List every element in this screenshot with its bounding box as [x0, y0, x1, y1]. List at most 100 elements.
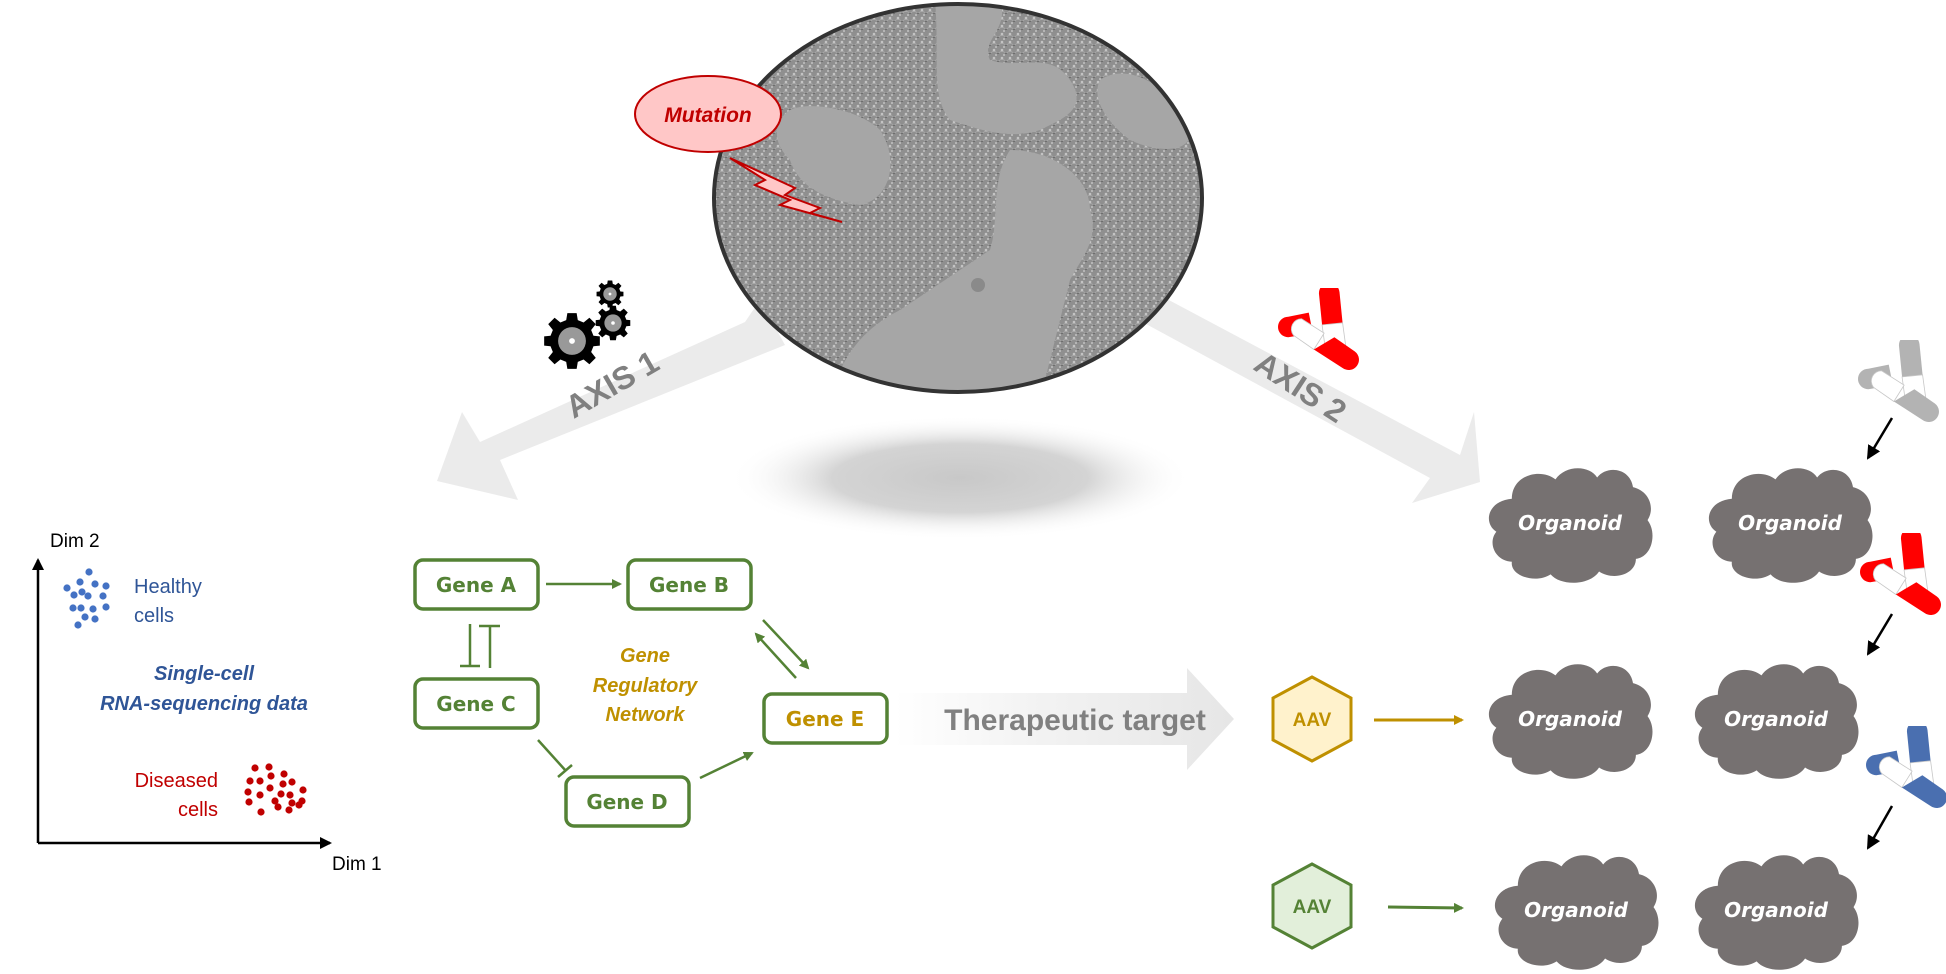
- blue-pills-icon: [1866, 726, 1946, 808]
- diseased-cell-dot: [271, 797, 279, 805]
- diseased-cell-dot: [279, 780, 287, 788]
- diseased-cell-dot: [277, 790, 285, 798]
- diseased-label-line1: Diseased: [135, 770, 218, 792]
- aav-gold: AAV: [1271, 675, 1353, 763]
- gene-node-a: Gene A: [413, 558, 540, 611]
- mutation-callout: Mutation: [634, 75, 843, 223]
- organoid-label: Organoid: [1724, 898, 1829, 922]
- therapeutic-target-arrow: Therapeutic target: [895, 668, 1234, 770]
- healthy-cell-dot: [91, 580, 99, 588]
- gene-node-c: Gene C: [413, 677, 540, 730]
- gene-d-label: Gene D: [586, 790, 667, 814]
- organoid: Organoid: [1694, 855, 1859, 970]
- healthy-cell-dot: [102, 603, 110, 611]
- organoid: Organoid: [1708, 468, 1873, 583]
- healthy-cluster: [63, 568, 110, 629]
- edge-c-inhibits-d: [537, 739, 567, 772]
- inhibit-bar-d: [557, 764, 573, 778]
- healthy-cell-dot: [99, 592, 107, 600]
- healthy-cell-dot: [85, 568, 93, 576]
- organoid: Organoid: [1488, 664, 1653, 779]
- diseased-cell-dot: [286, 791, 294, 799]
- mutation-label: Mutation: [664, 104, 751, 127]
- healthy-cell-dot: [84, 592, 92, 600]
- gray-pills-arrow: [1866, 417, 1894, 460]
- blue-pills-arrow: [1866, 805, 1894, 850]
- aav-green-label: AAV: [1293, 897, 1332, 918]
- organoid: Organoid: [1494, 855, 1659, 970]
- organoid-label: Organoid: [1518, 511, 1623, 535]
- diseased-label-line2: cells: [178, 799, 218, 821]
- healthy-cell-dot: [102, 582, 110, 590]
- diseased-cell-dot: [257, 808, 265, 816]
- diseased-cell-dot: [288, 778, 296, 786]
- gears-icon: [544, 280, 631, 369]
- aav-gold-label: AAV: [1293, 710, 1332, 731]
- scatter-plot: Dim 2 Dim 1 Healthy cells Single-cell RN…: [32, 531, 382, 875]
- gray-pills-icon: [1858, 340, 1940, 422]
- edge-d-to-e: [699, 751, 754, 780]
- healthy-cell-dot: [63, 584, 71, 592]
- gene-b-label: Gene B: [649, 573, 729, 597]
- x-axis-label: Dim 1: [332, 854, 382, 875]
- diseased-cell-dot: [256, 777, 264, 785]
- organoid: Organoid: [1488, 468, 1653, 583]
- organoid-label: Organoid: [1518, 707, 1623, 731]
- healthy-cell-dot: [76, 578, 84, 586]
- diseased-cell-dot: [274, 803, 282, 811]
- diseased-cell-dot: [288, 799, 296, 807]
- red-pills-icon-right: [1860, 533, 1942, 615]
- diseased-cell-dot: [267, 772, 275, 780]
- aav-green: AAV: [1271, 862, 1353, 950]
- organoid: Organoid: [1694, 664, 1859, 779]
- healthy-cell-dot: [78, 588, 86, 596]
- axis2-arrow: [1135, 290, 1480, 503]
- red-pills-icon: [1278, 288, 1360, 370]
- scatter-title-line1: Single-cell: [154, 663, 254, 685]
- gene-regulatory-network: Gene A Gene B Gene C Gene D Gene E Gene …: [413, 558, 889, 828]
- healthy-cell-dot: [89, 605, 97, 613]
- diseased-cell-dot: [299, 786, 307, 794]
- healthy-cell-dot: [70, 591, 78, 599]
- healthy-label-line1: Healthy: [134, 576, 202, 598]
- aav-green-arrow: [1387, 902, 1464, 913]
- red-pills-arrow: [1866, 613, 1894, 656]
- healthy-cell-dot: [81, 613, 89, 621]
- healthy-cell-dot: [77, 604, 85, 612]
- grn-label-line3: Network: [606, 704, 686, 726]
- scatter-title-line2: RNA-sequencing data: [100, 693, 308, 715]
- healthy-cell-dot: [69, 604, 77, 612]
- diseased-cell-dot: [251, 764, 259, 772]
- diseased-cluster: [244, 763, 307, 816]
- diseased-cell-dot: [256, 791, 264, 799]
- microscopy-image: [712, 2, 1204, 394]
- diseased-cell-dot: [265, 763, 273, 771]
- diseased-cell-dot: [266, 784, 274, 792]
- healthy-label-line2: cells: [134, 605, 174, 627]
- diseased-cell-dot: [245, 798, 253, 806]
- axis1-arrow: [437, 300, 785, 500]
- image-shadow: [728, 416, 1192, 540]
- grn-label-line2: Regulatory: [593, 675, 698, 697]
- edge-b-to-e: [762, 619, 810, 670]
- gene-c-label: Gene C: [436, 692, 515, 716]
- diseased-cell-dot: [244, 788, 252, 796]
- diseased-cell-dot: [280, 770, 288, 778]
- diseased-cell-dot: [295, 801, 303, 809]
- gene-e-label: Gene E: [786, 707, 864, 731]
- organoid-label: Organoid: [1738, 511, 1843, 535]
- diseased-cell-dot: [285, 806, 293, 814]
- therapeutic-target-label: Therapeutic target: [944, 704, 1206, 737]
- healthy-cell-dot: [91, 615, 99, 623]
- gene-node-e: Gene E: [762, 692, 889, 745]
- y-axis-label: Dim 2: [50, 531, 100, 552]
- grn-label-line1: Gene: [620, 645, 670, 667]
- gene-node-d: Gene D: [564, 775, 691, 828]
- diseased-cell-dot: [246, 777, 254, 785]
- organoid-label: Organoid: [1724, 707, 1829, 731]
- healthy-cell-dot: [74, 621, 82, 629]
- edge-e-to-b: [754, 632, 797, 679]
- gene-node-b: Gene B: [626, 558, 753, 611]
